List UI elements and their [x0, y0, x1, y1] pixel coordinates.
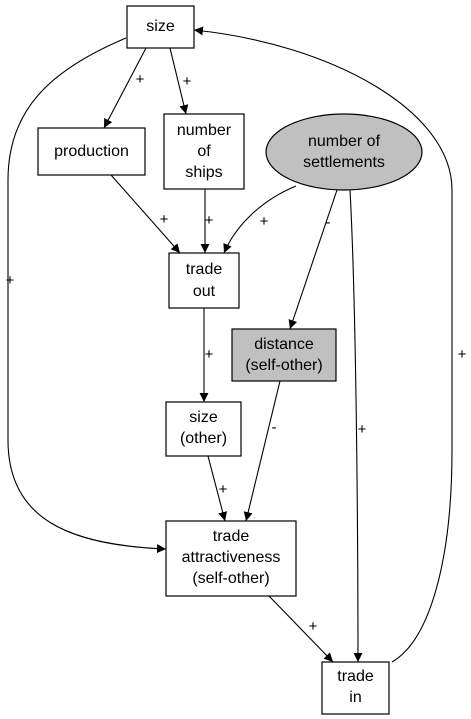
edge-label-size-other-attractiveness: +	[219, 481, 228, 498]
node-number-of-settlements-label-line1: number of	[308, 133, 381, 150]
edge-trade-attractiveness-to-trade-in	[268, 595, 334, 663]
node-number-of-ships-label-line1: number	[177, 122, 232, 139]
edge-size-other-to-trade-attractiveness	[207, 455, 228, 522]
edge-label-settlements-trade-in: +	[358, 421, 367, 438]
edge-settlements-to-trade-in	[349, 189, 363, 663]
node-trade-in-label-line2: in	[349, 689, 361, 706]
edge-label-ships-trade-out: +	[205, 212, 214, 229]
node-trade-in-box	[321, 661, 390, 715]
node-number-of-ships-box	[163, 113, 245, 190]
node-distance: distance (self-other)	[231, 328, 337, 382]
node-distance-label-line1: distance	[254, 336, 314, 353]
edge-label-size-ships: +	[183, 73, 192, 90]
node-size-other-label-line1: size	[189, 409, 218, 426]
node-trade-attractiveness-label-line2: attractiveness	[182, 549, 281, 566]
edge-label-trade-in-size: +	[458, 346, 467, 363]
edge-settlements-to-trade-out	[223, 185, 297, 254]
node-number-of-settlements-ellipse	[265, 113, 423, 191]
node-size: size	[126, 5, 195, 49]
edge-size-to-production	[103, 47, 147, 129]
edge-size-to-number-of-ships	[169, 47, 189, 115]
node-trade-in-label-line1: trade	[337, 668, 374, 685]
edge-distance-to-trade-attractiveness	[243, 380, 281, 522]
edge-label-size-attractiveness: +	[6, 272, 15, 289]
node-number-of-settlements: number of settlements	[265, 113, 423, 191]
node-trade-out-label-line1: trade	[186, 261, 223, 278]
edge-production-to-trade-out	[110, 174, 181, 254]
edge-label-distance-attractiveness: -	[272, 419, 277, 436]
node-distance-label-line2: (self-other)	[245, 357, 322, 374]
node-production: production	[37, 127, 146, 176]
edge-label-attractiveness-trade-in: +	[309, 618, 318, 635]
node-trade-attractiveness-box	[165, 520, 297, 597]
edge-trade-in-to-size	[193, 26, 453, 663]
node-production-label: production	[54, 143, 129, 160]
node-size-other: size (other)	[165, 401, 242, 457]
edge-label-production-trade-out: +	[160, 211, 169, 228]
edge-settlements-to-distance	[288, 189, 338, 330]
node-trade-in: trade in	[321, 661, 390, 715]
node-number-of-settlements-label-line2: settlements	[303, 154, 385, 171]
node-size-label: size	[146, 18, 175, 35]
node-trade-attractiveness-label-line1: trade	[213, 528, 250, 545]
node-trade-out-label-line2: out	[193, 283, 216, 300]
node-trade-attractiveness-label-line3: (self-other)	[192, 570, 269, 587]
edge-label-settlements-distance: -	[326, 214, 331, 231]
node-number-of-ships: number of ships	[163, 113, 245, 190]
edge-label-settlements-trade-out: +	[260, 213, 269, 230]
edge-label-size-production: +	[136, 71, 145, 88]
node-production-box	[37, 127, 146, 176]
node-trade-out: trade out	[168, 252, 240, 309]
edge-labels: + + + + + + - + + - + + +	[6, 71, 467, 635]
node-trade-attractiveness: trade attractiveness (self-other)	[165, 520, 297, 597]
edges	[7, 26, 453, 663]
edge-label-trade-out-size-other: +	[205, 346, 214, 363]
node-size-other-box	[165, 401, 242, 457]
edge-size-to-trade-attractiveness	[7, 37, 167, 554]
node-size-other-label-line2: (other)	[180, 430, 227, 447]
node-number-of-ships-label-line3: ships	[185, 164, 222, 181]
node-distance-box	[231, 328, 337, 382]
node-number-of-ships-label-line2: of	[197, 143, 211, 160]
node-trade-out-box	[168, 252, 240, 309]
node-size-box	[126, 5, 195, 49]
